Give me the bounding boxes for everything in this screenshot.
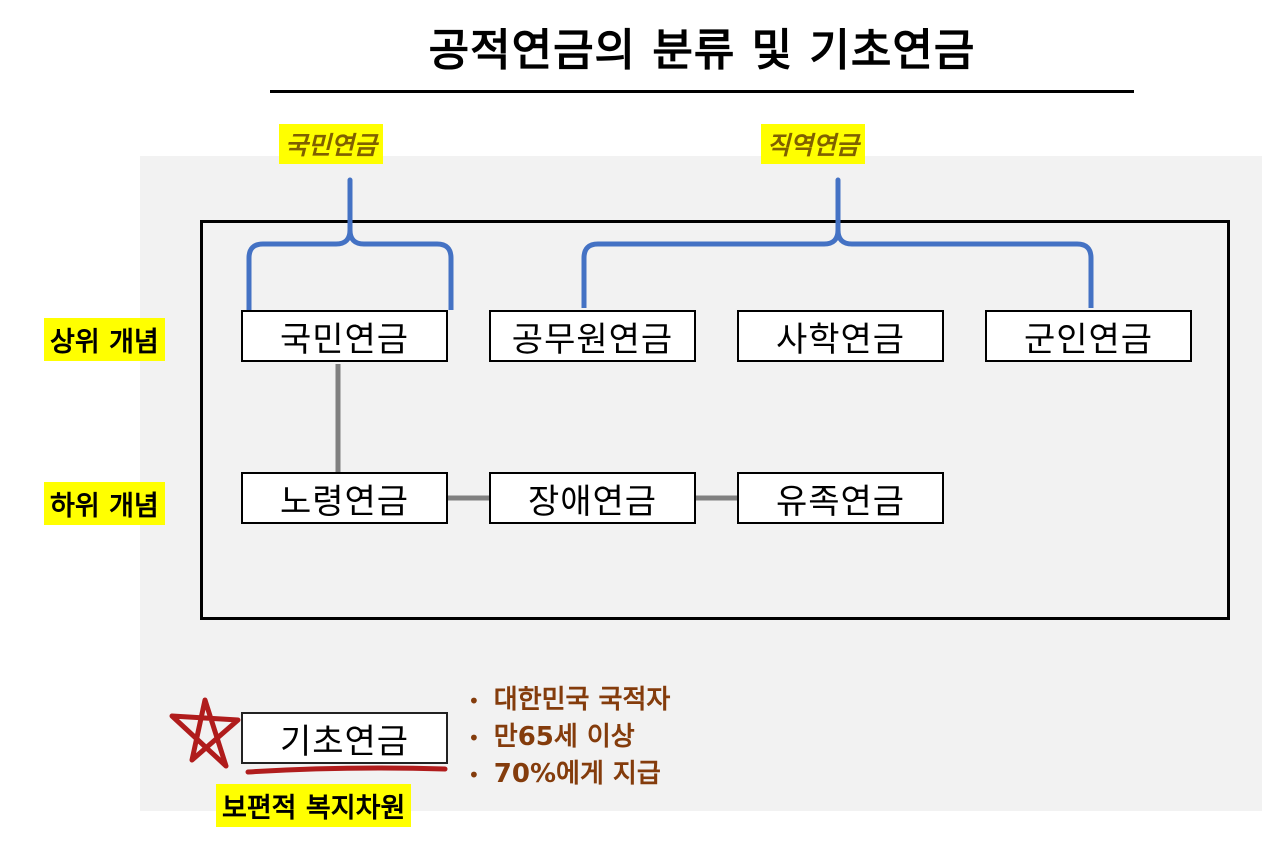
title-underline <box>270 90 1134 93</box>
box-survivor-pension: 유족연금 <box>737 472 944 524</box>
basic-pension-tag: 보편적 복지차원 <box>216 784 412 827</box>
bullet-icon: • <box>468 763 480 787</box>
criteria-item: • 대한민국 국적자 <box>468 682 670 719</box>
box-civil-servant-pension: 공무원연금 <box>489 310 696 362</box>
box-disability-pension: 장애연금 <box>489 472 696 524</box>
basic-pension-criteria: • 대한민국 국적자 • 만65세 이상 • 70%에게 지급 <box>468 682 670 793</box>
classification-frame <box>200 220 1230 620</box>
criteria-text: 70%에게 지급 <box>493 759 661 789</box>
red-underline <box>245 765 448 775</box>
box-private-school-pension: 사학연금 <box>737 310 944 362</box>
criteria-text: 만65세 이상 <box>493 722 635 752</box>
box-basic-pension: 기초연금 <box>241 712 448 764</box>
row-label-upper: 상위 개념 <box>44 318 165 361</box>
box-military-pension: 군인연금 <box>985 310 1192 362</box>
national-pension-brace <box>246 177 454 310</box>
bullet-icon: • <box>468 726 480 750</box>
page-title: 공적연금의 분류 및 기초연금 <box>428 25 976 76</box>
bullet-icon: • <box>468 689 480 713</box>
star-icon <box>169 697 241 769</box>
criteria-item: • 70%에게 지급 <box>468 756 670 793</box>
criteria-text: 대한민국 국적자 <box>493 685 671 715</box>
group-label-occupational: 직역연금 <box>761 124 866 164</box>
criteria-item: • 만65세 이상 <box>468 719 670 756</box>
box-old-age-pension: 노령연금 <box>241 472 448 524</box>
box-national-pension: 국민연금 <box>241 310 448 362</box>
row-label-lower: 하위 개념 <box>44 482 165 525</box>
group-label-national: 국민연금 <box>279 124 384 164</box>
occupational-pension-brace <box>581 177 1094 308</box>
